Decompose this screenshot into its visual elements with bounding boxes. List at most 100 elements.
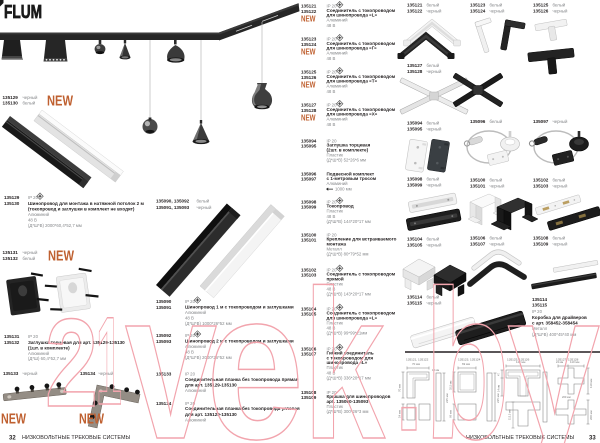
- svg-text:арт. 135090-135093: арт. 135090-135093: [327, 399, 369, 404]
- svg-text:69 мм: 69 мм: [449, 410, 453, 418]
- svg-text:135132: 135132: [4, 340, 20, 345]
- svg-text:135102: 135102: [533, 177, 549, 182]
- svg-text:Алюминий: Алюминий: [28, 212, 50, 217]
- svg-text:135121: 135121: [301, 4, 317, 9]
- svg-text:70 мм: 70 мм: [412, 362, 420, 366]
- svg-text:Соединитель с токопроводом: Соединитель с токопроводом: [327, 107, 396, 112]
- svg-text:(Д*Ш*В) 300*26*3 мм: (Д*Ш*В) 300*26*3 мм: [327, 409, 369, 414]
- svg-text:48 В: 48 В: [327, 56, 336, 61]
- svg-text:IP 20: IP 20: [185, 372, 196, 377]
- svg-text:33: 33: [589, 436, 596, 442]
- svg-text:135095: 135095: [301, 143, 317, 148]
- svg-text:2: 2: [45, 294, 98, 433]
- svg-text:черный: черный: [490, 183, 505, 188]
- svg-text:(2шт. в комплекте): (2шт. в комплекте): [327, 147, 369, 152]
- svg-text:135129: 135129: [4, 195, 20, 200]
- svg-text:Алюминий: Алюминий: [28, 351, 50, 356]
- svg-text:IP 20: IP 20: [327, 103, 338, 108]
- svg-text:монтажа: монтажа: [327, 241, 347, 246]
- svg-text:с арт. 358452-358454: с арт. 358452-358454: [532, 321, 578, 326]
- svg-text:e: e: [206, 246, 304, 443]
- svg-text:Соединитель с токопроводом: Соединитель с токопроводом: [327, 74, 396, 79]
- svg-text:с 1-метровым тросом: с 1-метровым тросом: [327, 176, 377, 181]
- svg-text:Соединительная планка без токо: Соединительная планка без токопровода пр…: [185, 376, 299, 382]
- svg-text:135131: 135131: [4, 334, 20, 339]
- svg-text:(Д*Ш) 60,4*52,7 мм: (Д*Ш) 60,4*52,7 мм: [28, 356, 66, 361]
- svg-text:135126: 135126: [533, 8, 549, 13]
- svg-text:белый: белый: [490, 177, 503, 182]
- svg-text:НИЗКОВОЛЬТНЫЕ ТРЕКОВЫЕ СИСТЕМЫ: НИЗКОВОЛЬТНЫЕ ТРЕКОВЫЕ СИСТЕМЫ: [22, 435, 131, 441]
- svg-text:Пластик: Пластик: [327, 404, 344, 409]
- svg-text:135123, 135124: 135123, 135124: [458, 358, 481, 362]
- svg-text:Алюминий: Алюминий: [327, 181, 349, 186]
- svg-text:135091, 135093: 135091, 135093: [156, 205, 190, 210]
- svg-text:(1шт. в комплекте): (1шт. в комплекте): [28, 346, 70, 351]
- svg-text:135101: 135101: [470, 183, 486, 188]
- svg-text:135095: 135095: [407, 127, 423, 132]
- svg-text:135103: 135103: [301, 272, 317, 277]
- svg-text:(Д*Ш*В) 1000*26*52 мм: (Д*Ш*В) 1000*26*52 мм: [185, 321, 232, 326]
- svg-text:черный: черный: [23, 95, 38, 100]
- svg-text:135115: 135115: [407, 300, 423, 305]
- svg-text:белый: белый: [553, 177, 566, 182]
- svg-text:белый: белый: [427, 121, 440, 126]
- svg-text:135133: 135133: [156, 372, 172, 377]
- svg-text:белый: белый: [553, 235, 566, 240]
- svg-text:135090, 135092: 135090, 135092: [156, 198, 190, 203]
- svg-text:135128: 135128: [301, 108, 317, 113]
- svg-text:IP 20: IP 20: [28, 334, 39, 339]
- svg-text:135103: 135103: [533, 183, 549, 188]
- svg-text:k: k: [303, 246, 386, 443]
- svg-text:135098: 135098: [407, 176, 423, 181]
- svg-text:Шинопровод 2 м с токопроводом: Шинопровод 2 м с токопроводом и заглушка…: [185, 338, 294, 343]
- svg-text:48 В: 48 В: [28, 217, 37, 222]
- svg-text:Пластик: Пластик: [327, 152, 344, 157]
- svg-text:белый: белый: [490, 119, 503, 124]
- svg-text:Металл: Металл: [327, 246, 343, 251]
- svg-text:(Д*Ш*В) 2000*60,4*52,7 мм: (Д*Ш*В) 2000*60,4*52,7 мм: [28, 223, 82, 228]
- svg-text:135106: 135106: [470, 235, 486, 240]
- svg-text:Токопровод: Токопровод: [327, 204, 354, 209]
- svg-text:белый: белый: [490, 235, 503, 240]
- svg-text:(Д*Ш*В) 52*26*6 мм: (Д*Ш*В) 52*26*6 мм: [327, 158, 367, 163]
- svg-text:135122: 135122: [301, 9, 317, 14]
- svg-text:(Д*Ш*В) 99*99*21мм: (Д*Ш*В) 99*99*21мм: [327, 331, 368, 336]
- svg-text:черный: черный: [427, 8, 442, 13]
- svg-text:135107: 135107: [301, 351, 317, 356]
- svg-text:черный: черный: [427, 182, 442, 187]
- svg-text:135123: 135123: [301, 37, 317, 42]
- svg-text:135109: 135109: [533, 241, 549, 246]
- svg-text:1: 1: [96, 292, 122, 431]
- svg-text:для шинопровода «Т»: для шинопровода «Т»: [327, 79, 378, 84]
- svg-text:135094: 135094: [301, 138, 317, 143]
- svg-text:с токопроводом для: с токопроводом для: [327, 355, 374, 360]
- svg-text:Соединитель с токопроводом: Соединитель с токопроводом: [327, 271, 396, 276]
- svg-text:135125, 135126: 135125, 135126: [507, 358, 530, 362]
- svg-text:(Д*Ш*В) 336*20*17 мм: (Д*Ш*В) 336*20*17 мм: [327, 376, 371, 381]
- svg-text:Шинопровод 1 м с токопроводом: Шинопровод 1 м с токопроводом и заглушка…: [185, 304, 294, 309]
- svg-text:Коробка для драйверов: Коробка для драйверов: [532, 314, 587, 320]
- svg-text:черный: черный: [490, 8, 505, 13]
- svg-text:225 мм: 225 мм: [496, 393, 500, 403]
- svg-text:Пластик: Пластик: [327, 281, 344, 286]
- svg-text:IP 20: IP 20: [28, 195, 39, 200]
- svg-text:135100: 135100: [301, 232, 317, 237]
- svg-text:черный: черный: [553, 183, 568, 188]
- svg-text:для шинопровода «Г»: для шинопровода «Г»: [327, 46, 378, 51]
- svg-text:135096: 135096: [470, 119, 486, 124]
- svg-text:135126: 135126: [301, 75, 317, 80]
- svg-text:(Д*Ш*В) 144*20*17 мм: (Д*Ш*В) 144*20*17 мм: [327, 219, 371, 224]
- svg-text:135115: 135115: [532, 302, 548, 307]
- svg-text:135093: 135093: [156, 339, 172, 344]
- svg-text:белый: белый: [490, 2, 503, 7]
- svg-text:белый: белый: [427, 2, 440, 7]
- svg-text:черный: черный: [427, 69, 442, 74]
- svg-text:135125: 135125: [533, 2, 549, 7]
- svg-text:135092: 135092: [156, 333, 172, 338]
- svg-text:135122: 135122: [407, 8, 423, 13]
- svg-text:b: b: [424, 246, 510, 443]
- svg-text:200 мм: 200 мм: [562, 395, 571, 399]
- svg-text:135129: 135129: [3, 95, 19, 100]
- svg-text:Крепление для встраиваемого: Крепление для встраиваемого: [327, 236, 397, 241]
- svg-text:IP 20: IP 20: [327, 232, 338, 237]
